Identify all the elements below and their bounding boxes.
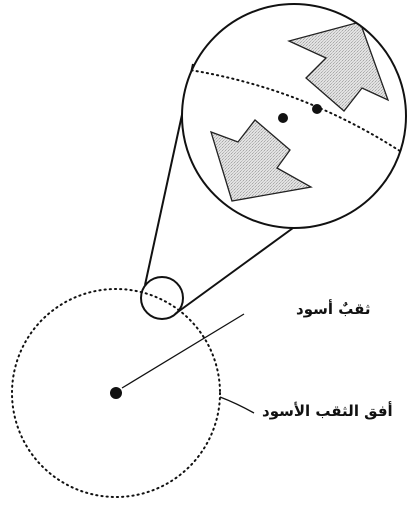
zoom-line-bottom <box>175 228 293 314</box>
black-hole-dot <box>110 387 122 399</box>
particle-inside <box>278 113 288 123</box>
particle-outside <box>312 104 322 114</box>
event-horizon-label: أفق الثقب الأسود <box>262 404 393 419</box>
zoomed-view <box>176 4 409 228</box>
black-hole-label: ثقبٌ أسود <box>296 302 371 317</box>
horizon-leader-line <box>220 397 254 413</box>
black-hole-leader-line <box>122 314 244 388</box>
